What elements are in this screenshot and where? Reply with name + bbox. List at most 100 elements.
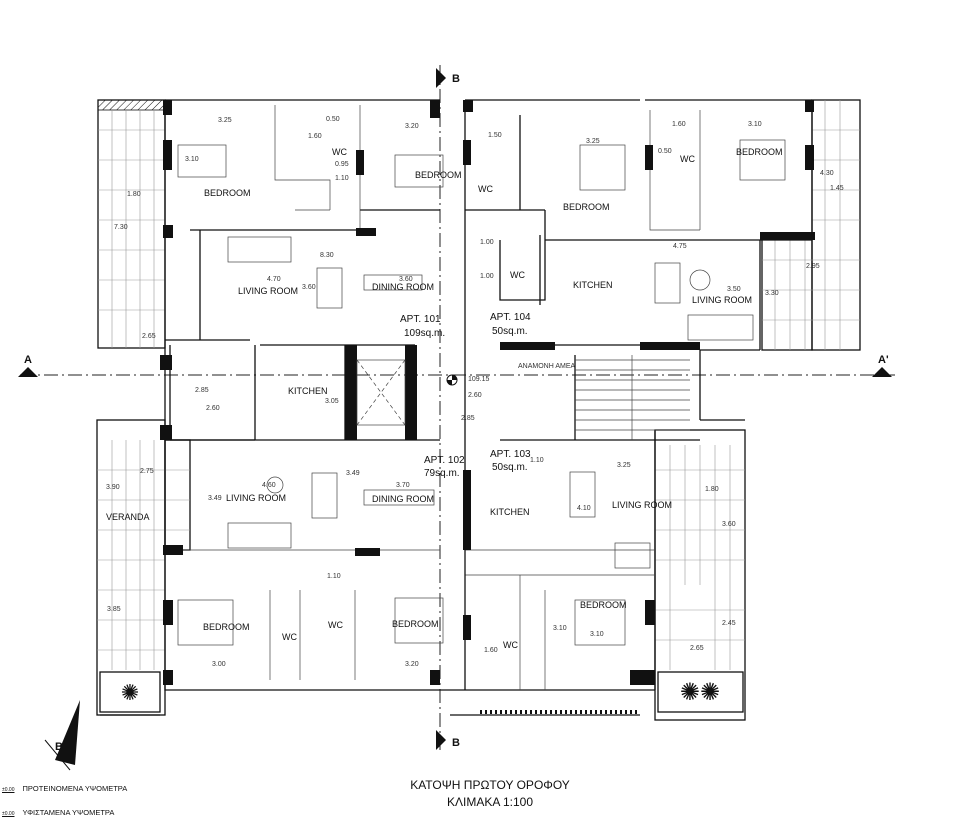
dimension: 3.25: [586, 138, 600, 145]
dimension: 0.95: [335, 161, 349, 168]
dimension: 1.45: [830, 185, 844, 192]
svg-text:✺: ✺: [121, 680, 139, 705]
dimension: 2.85: [461, 415, 475, 422]
dimension: 2.75: [140, 468, 154, 475]
dimension: 1.60: [308, 133, 322, 140]
dimension: 7.30: [114, 224, 128, 231]
dimension: 2.65: [142, 333, 156, 340]
section-label-b-top: B: [452, 73, 460, 85]
room-label-wc: WC: [328, 620, 343, 630]
dimension: 1.80: [705, 486, 719, 493]
drawing-scale: ΚΛΙΜΑΚΑ 1:100: [446, 795, 534, 809]
section-label-b-bottom: B: [452, 737, 460, 749]
section-arrow-b-bottom: [436, 730, 446, 750]
dimension: 2.85: [195, 387, 209, 394]
room-label-kitchen: KITCHEN: [490, 507, 530, 517]
dimension: 4.60: [262, 482, 276, 489]
room-label-kitchen: KITCHEN: [288, 386, 328, 396]
room-label-bedroom: BEDROOM: [736, 147, 783, 157]
room-label-bedroom: BEDROOM: [415, 170, 462, 180]
dimension: 2.95: [806, 263, 820, 270]
drawing-title: ΚΑΤΟΨΗ ΠΡΩΤΟΥ ΟΡΟΦΟΥ: [410, 778, 570, 792]
dimension: 4.30: [820, 170, 834, 177]
legend-label: ΥΦΙΣΤΑΜΕΝΑ ΥΨΟΜΕΤΡΑ: [22, 808, 115, 817]
apt-103-name: APT. 103: [490, 449, 531, 460]
dimension: 3.50: [727, 286, 741, 293]
elevator-shaft: [356, 359, 406, 426]
dimension: 3.25: [218, 117, 232, 124]
dimension: 3.49: [208, 495, 222, 502]
apt-104-area: 50sq.m.: [492, 326, 528, 337]
dimension: 4.75: [673, 243, 687, 250]
dimension: 1.60: [672, 121, 686, 128]
north-arrow-label: B: [55, 741, 63, 753]
dimension: 3.20: [405, 661, 419, 668]
dimension: 3.90: [106, 484, 120, 491]
dimension: 4.10: [577, 505, 591, 512]
dimension: 3.10: [553, 625, 567, 632]
room-label-wc: WC: [680, 154, 695, 164]
room-label-bedroom: BEDROOM: [392, 619, 439, 629]
dimension: 1.80: [127, 191, 141, 198]
room-label-living: LIVING ROOM: [226, 493, 286, 503]
planter-right: ✺✺: [657, 671, 744, 713]
dimension: 1.50: [488, 132, 502, 139]
furniture: [177, 139, 786, 646]
dimension: 3.25: [617, 462, 631, 469]
apt-102-area: 79sq.m.: [424, 468, 460, 479]
structural-columns: [160, 100, 815, 685]
dimension: 3.60: [302, 284, 316, 291]
section-arrow-a: [18, 367, 38, 377]
dimension: 1.10: [327, 573, 341, 580]
dimension: 3.00: [212, 661, 226, 668]
dimension: 1.00: [480, 239, 494, 246]
room-label-bedroom: BEDROOM: [203, 622, 250, 632]
dimension: 1.10: [530, 457, 544, 464]
legend-item-existing: ±0.00 ΥΦΙΣΤΑΜΕΝΑ ΥΨΟΜΕΤΡΑ: [2, 808, 114, 817]
legend-label: ΠΡΟΤΕΙΝΟΜΕΝΑ ΥΨΟΜΕΤΡΑ: [22, 784, 128, 793]
dimension-labels: 3.25 3.20 1.60 0.95 1.10 3.10 1.80 7.30 …: [106, 116, 844, 668]
apt-101-area: 109sq.m.: [404, 328, 445, 339]
dimension: 3.60: [722, 521, 736, 528]
dimension: 2.60: [206, 405, 220, 412]
dimension: 3.10: [590, 631, 604, 638]
svg-text:✺✺: ✺✺: [680, 679, 720, 706]
dimension: 3.60: [399, 276, 413, 283]
room-label-wc: WC: [282, 632, 297, 642]
planter-left: ✺: [99, 671, 161, 713]
dimension: 3.10: [185, 156, 199, 163]
veranda-right-top: [761, 99, 861, 351]
room-label-waiting: ΑΝΑΜΟΝΗ ΑΜΕΑ: [518, 363, 576, 370]
room-label-bedroom: BEDROOM: [563, 202, 610, 212]
section-arrow-b-top: [436, 68, 446, 88]
dimension: 1.10: [335, 175, 349, 182]
dimension: 3.85: [107, 606, 121, 613]
dimension: 8.30: [320, 252, 334, 259]
room-label-living: LIVING ROOM: [238, 286, 298, 296]
section-label-a: A: [24, 354, 32, 366]
apt-103-area: 50sq.m.: [492, 462, 528, 473]
room-label-kitchen: KITCHEN: [573, 280, 613, 290]
north-arrow-icon: [44, 700, 80, 771]
dimension: 3.05: [325, 398, 339, 405]
dimension: 1.60: [484, 647, 498, 654]
dimension: 2.45: [722, 620, 736, 627]
legend-level: ±0.00: [2, 787, 15, 793]
elevation-marker-icon: [446, 374, 458, 386]
dimension: 3.49: [346, 470, 360, 477]
veranda-top-left: [97, 99, 166, 349]
room-label-wc: WC: [503, 640, 518, 650]
elevation-value: 109.15: [468, 376, 490, 383]
room-label-living: LIVING ROOM: [692, 295, 752, 305]
apt-102-name: APT. 102: [424, 455, 465, 466]
dimension: 3.20: [405, 123, 419, 130]
legend-level: ±0.00: [2, 811, 15, 817]
room-labels: BEDROOM BEDROOM WC LIVING ROOM DINING RO…: [106, 147, 783, 650]
dimension: 3.10: [748, 121, 762, 128]
apt-101-name: APT. 101: [400, 314, 441, 325]
legend-item-proposed: ±0.00 ΠΡΟΤΕΙΝΟΜΕΝΑ ΥΨΟΜΕΤΡΑ: [2, 784, 127, 793]
room-label-wc: WC: [332, 147, 347, 157]
room-label-living: LIVING ROOM: [612, 500, 672, 510]
dimension: 3.30: [765, 290, 779, 297]
room-label-dining: DINING ROOM: [372, 494, 434, 504]
